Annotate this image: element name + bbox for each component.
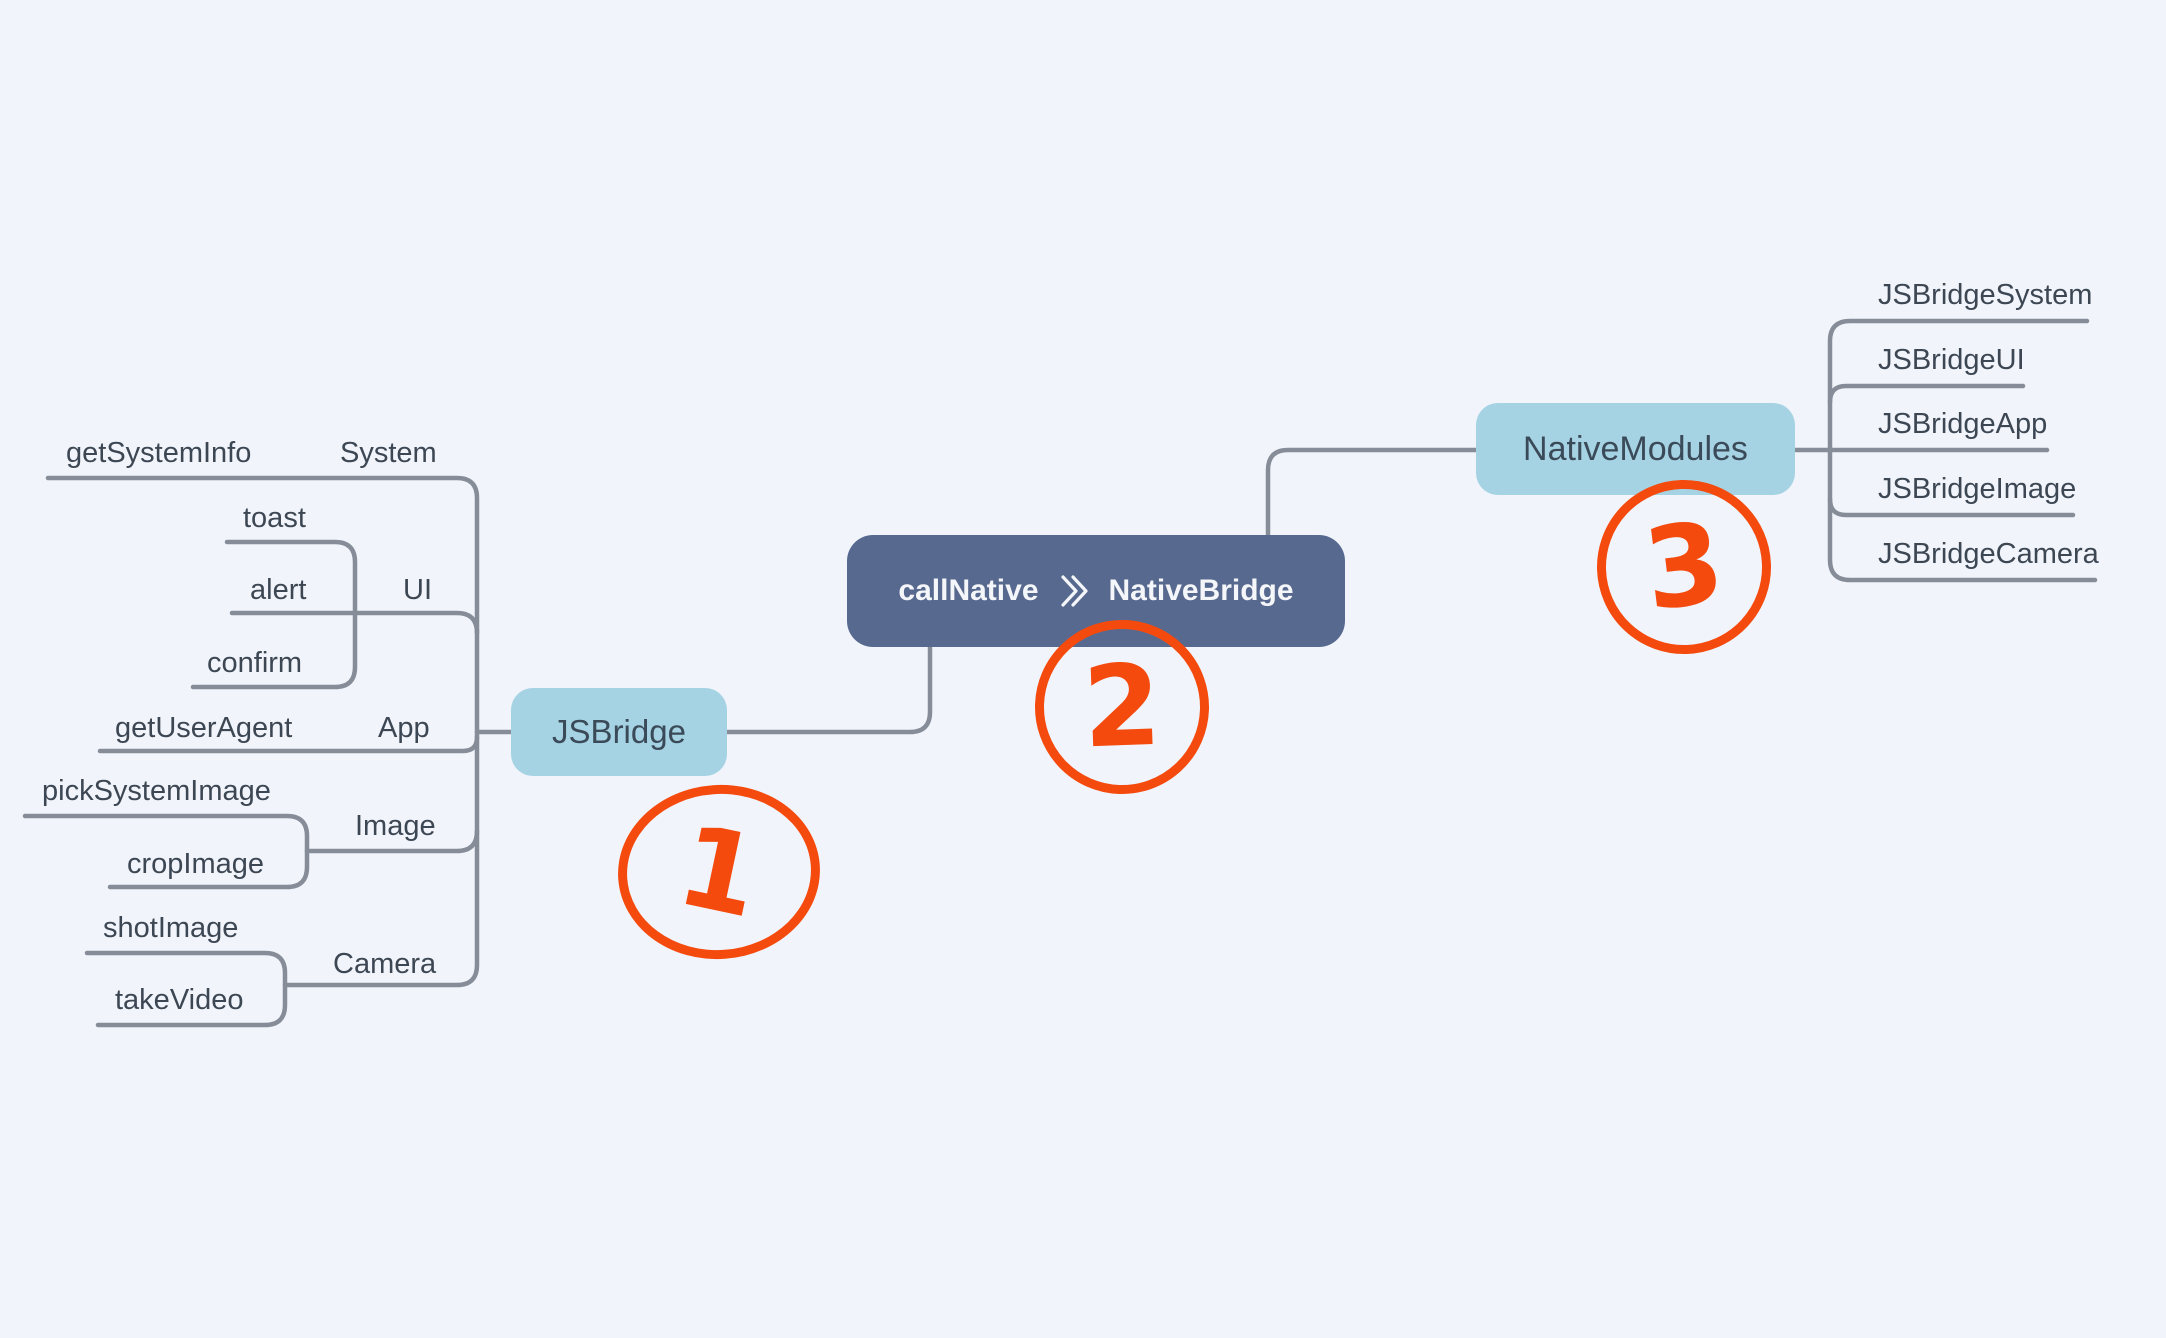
nativemodules-node-label: NativeModules [1523, 429, 1748, 468]
topic-confirm[interactable]: confirm [207, 647, 303, 679]
jsbridge-node-label: JSBridge [552, 713, 686, 750]
topic-jsbridgeui[interactable]: JSBridgeUI [1878, 344, 2025, 376]
annotation-number-3: 3 [1637, 497, 1731, 637]
topic-cropimage[interactable]: cropImage [127, 848, 265, 880]
connector-right-ui-line [1827, 383, 2026, 405]
connector-right-spine [1827, 318, 2098, 583]
topic-jsbridgesystem[interactable]: JSBridgeSystem [1878, 279, 2093, 311]
connector-app-branch [97, 734, 480, 754]
topic-app[interactable]: App [378, 712, 430, 744]
connector-central-to-nativemodules [1265, 447, 1479, 538]
topic-shotimage[interactable]: shotImage [103, 912, 239, 944]
topic-jsbridgeimage[interactable]: JSBridgeImage [1878, 473, 2077, 505]
callnative-nativebridge-node[interactable]: callNative NativeBridge [847, 535, 1345, 647]
topic-takevideo[interactable]: takeVideo [115, 984, 244, 1016]
annotation-number-2: 2 [1080, 640, 1164, 774]
callnative-label: callNative [898, 574, 1039, 607]
jsbridge-node[interactable]: JSBridge [511, 688, 727, 776]
nativebridge-label: NativeBridge [1108, 574, 1294, 607]
nativemodules-node[interactable]: NativeModules [1476, 403, 1795, 495]
topic-toast[interactable]: toast [243, 502, 306, 534]
topic-picksystemimage[interactable]: pickSystemImage [42, 775, 271, 807]
topic-camera[interactable]: Camera [333, 948, 437, 980]
topic-ui[interactable]: UI [403, 574, 432, 606]
connector-ui-children-bracket [190, 539, 358, 690]
topic-image[interactable]: Image [355, 810, 436, 842]
topic-jsbridgeapp[interactable]: JSBridgeApp [1878, 408, 2048, 440]
topic-system[interactable]: System [340, 437, 437, 469]
connector-ui-branch [229, 610, 480, 636]
connector-right-image-line [1827, 496, 2076, 518]
annotation-number-1: 1 [667, 800, 771, 944]
topic-getuseragent[interactable]: getUserAgent [115, 712, 293, 744]
topic-alert[interactable]: alert [250, 574, 307, 606]
connector-jsbridge-to-central [724, 644, 933, 735]
topic-jsbridgecamera[interactable]: JSBridgeCamera [1878, 538, 2099, 570]
connector-image-branch [304, 828, 480, 854]
connector-camera-children-bracket [84, 950, 288, 1028]
double-chevron-icon [1059, 573, 1089, 609]
connector-image-children-bracket [22, 813, 310, 890]
topic-getsysteminfo[interactable]: getSystemInfo [66, 437, 252, 469]
